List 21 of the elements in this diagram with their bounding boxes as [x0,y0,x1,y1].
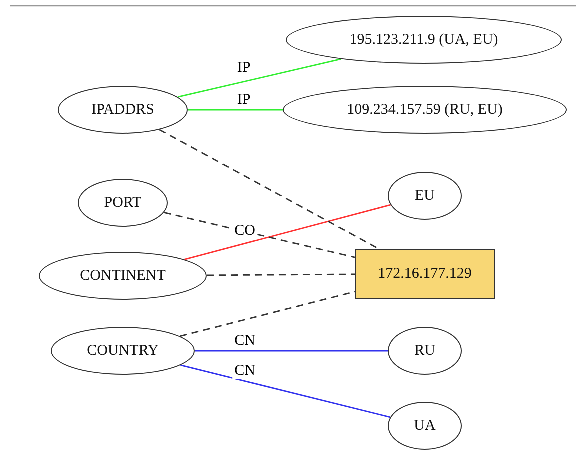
highlighted-box [355,249,495,299]
node-label: 109.234.157.59 (RU, EU) [347,102,503,118]
node-label: COUNTRY [87,342,159,360]
node-label: EU [415,188,435,204]
node-label: IPADDRS [92,102,154,118]
dashed-connector [180,291,356,338]
connector [178,58,342,98]
dashed-connector [206,274,355,276]
node-label: 195.123.211.9 (UA, EU) [350,32,498,48]
connector [188,109,283,111]
connector [184,204,391,260]
connector [180,364,391,418]
edge-label: CN [232,363,258,379]
connector [195,350,388,352]
node-label: 172.16.177.129 [378,266,472,282]
dashed-connector [159,129,380,250]
dashed-connector [164,212,356,258]
node-label: PORT [104,194,142,212]
node-label: RU [414,342,436,360]
node-label: UA [414,418,436,434]
node-label: CONTINENT [80,268,166,284]
